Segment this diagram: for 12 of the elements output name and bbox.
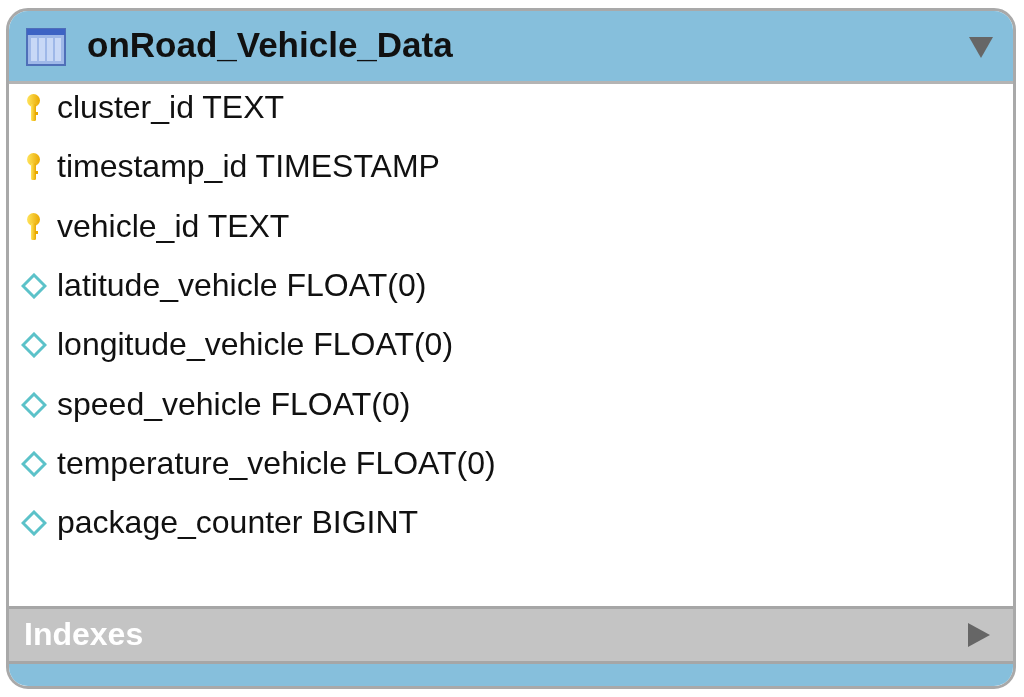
column-label: speed_vehicle FLOAT(0) xyxy=(57,385,411,423)
column-label: timestamp_id TIMESTAMP xyxy=(57,148,440,186)
column-label: vehicle_id TEXT xyxy=(57,207,290,245)
section-label: Indexes xyxy=(24,616,144,653)
section-band xyxy=(9,606,1013,664)
column-label: temperature_vehicle FLOAT(0) xyxy=(57,444,496,482)
column-label: package_counter BIGINT xyxy=(57,504,419,542)
column-label: latitude_vehicle FLOAT(0) xyxy=(57,266,427,304)
table-title: onRoad_Vehicle_Data xyxy=(87,25,453,65)
column-label: longitude_vehicle FLOAT(0) xyxy=(57,326,454,364)
column-label: cluster_id TEXT xyxy=(57,89,285,126)
table-card xyxy=(6,8,1016,689)
